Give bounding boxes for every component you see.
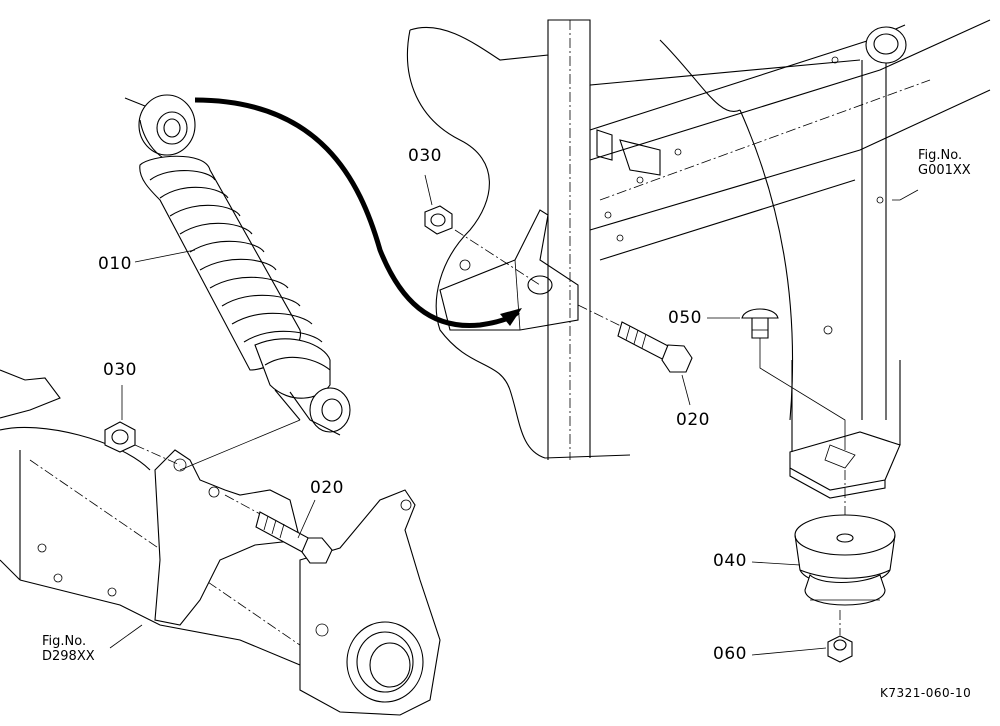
drawing-code: K7321-060-10 (880, 686, 972, 700)
callout-010: 010 (98, 254, 132, 274)
callout-030-lower: 030 (103, 360, 137, 380)
assembly-arrow-head (500, 308, 522, 326)
bolt-020-lower (179, 419, 333, 564)
leader-lines (109, 174, 919, 656)
rubber-mount-040 (794, 470, 896, 606)
callout-020-upper: 020 (676, 410, 710, 430)
callout-030-upper: 030 (408, 146, 442, 166)
figure-ref-lower: Fig.No. D298XX (42, 634, 95, 664)
figure-ref-upper-line1: Fig.No. (918, 148, 963, 163)
nut-060 (827, 610, 853, 663)
callout-050: 050 (668, 308, 702, 328)
nut-030-lower (104, 421, 181, 466)
callout-040: 040 (713, 551, 747, 571)
lower-axle-housing (0, 369, 441, 716)
nut-030-upper (424, 205, 541, 286)
callout-020-lower: 020 (310, 478, 344, 498)
callout-060: 060 (713, 644, 747, 664)
figure-ref-lower-line2: D298XX (42, 649, 95, 664)
bolt-050 (741, 308, 846, 450)
figure-ref-lower-line1: Fig.No. (42, 634, 87, 649)
upper-frame (406, 19, 991, 499)
figure-ref-upper-line2: G001XX (918, 163, 971, 178)
bolt-020-upper (577, 304, 693, 373)
assembly-arrow (194, 97, 520, 329)
shock-absorber (124, 94, 351, 436)
figure-ref-upper: Fig.No. G001XX (918, 148, 971, 178)
